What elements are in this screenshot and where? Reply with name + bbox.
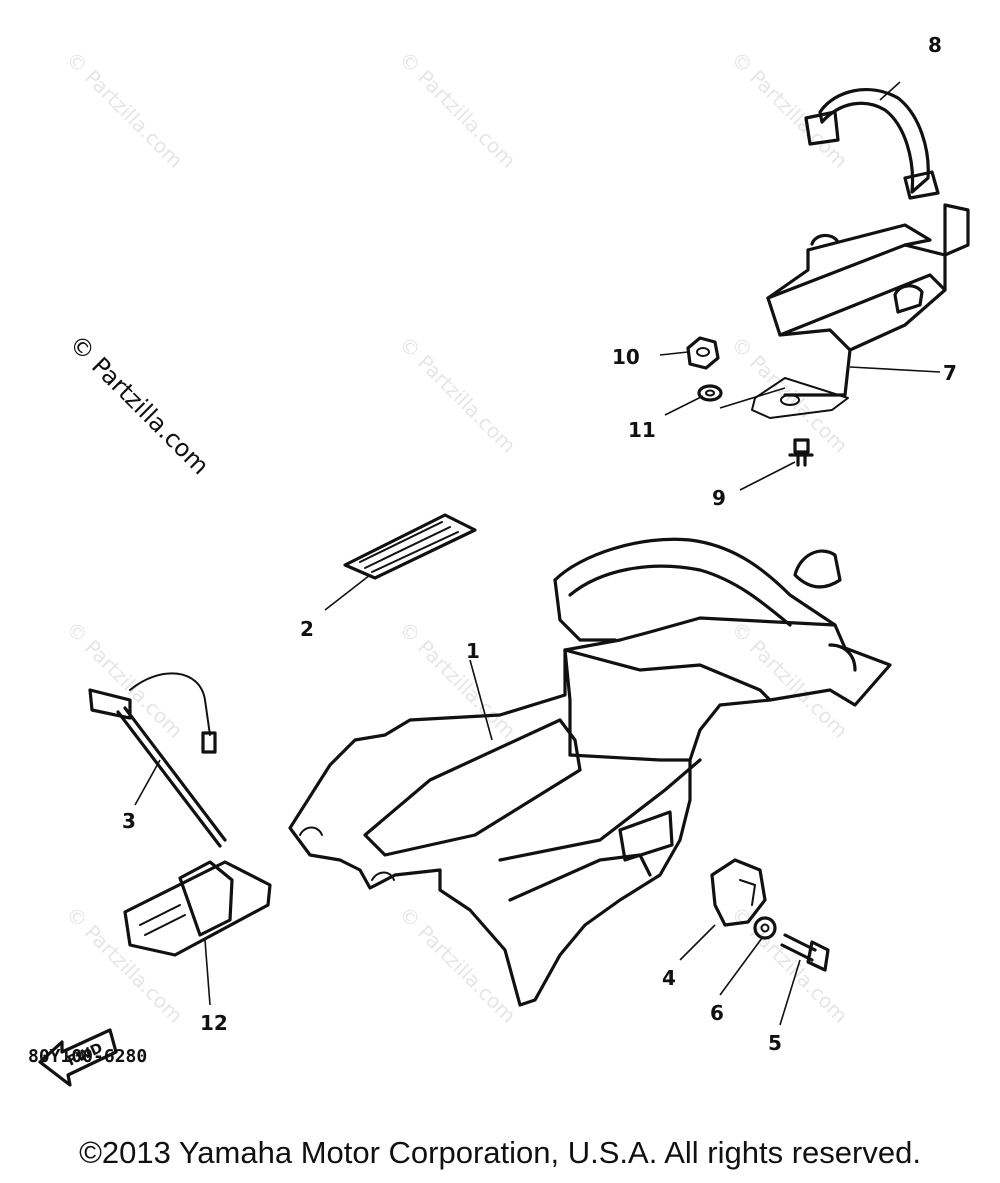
- callout-4: 4: [662, 966, 676, 990]
- part-2-pad: [343, 513, 477, 580]
- callout-6: 6: [710, 1001, 724, 1025]
- callout-1: 1: [466, 639, 480, 663]
- callout-7: 7: [943, 361, 957, 385]
- part-9-bolt: [788, 438, 814, 467]
- watermark-10: © Partzilla.com: [394, 902, 520, 1028]
- watermark-4: © Partzilla.com: [394, 332, 520, 458]
- part-12-pouch: [123, 860, 272, 957]
- part-3-strap: [88, 672, 227, 848]
- watermark-dark: © Partzilla.com: [64, 329, 215, 480]
- part-10-nut: [686, 336, 720, 370]
- callout-5: 5: [768, 1031, 782, 1055]
- callouts: 8 7 10 11 9 2 1 3 12 4 6 5: [122, 33, 957, 1055]
- watermark-7: © Partzilla.com: [394, 617, 520, 743]
- watermark-9: © Partzilla.com: [61, 902, 187, 1028]
- callout-2: 2: [300, 617, 314, 641]
- watermark-2: © Partzilla.com: [394, 47, 520, 173]
- part-11-washer: [697, 384, 723, 402]
- watermark-6: © Partzilla.com: [61, 617, 187, 743]
- watermark-8: © Partzilla.com: [726, 617, 852, 743]
- callout-8: 8: [928, 33, 942, 57]
- part-6-washer: [753, 916, 777, 940]
- watermark-1: © Partzilla.com: [61, 47, 187, 173]
- part-7-bracket: [751, 203, 970, 419]
- leader-lines: [134, 81, 941, 1026]
- part-1-cover: [288, 537, 892, 1007]
- part-8-strap: [804, 88, 940, 200]
- part-5-bolt: [780, 933, 830, 972]
- diagram-code: 80Y100-6280: [28, 1046, 148, 1067]
- callout-11: 11: [628, 418, 656, 442]
- callout-3: 3: [122, 809, 136, 833]
- callout-12: 12: [200, 1011, 228, 1035]
- callout-10: 10: [612, 345, 640, 369]
- callout-9: 9: [712, 486, 726, 510]
- part-4-clip: [710, 858, 767, 927]
- watermark-3: © Partzilla.com: [726, 47, 852, 173]
- copyright-notice: ©2013 Yamaha Motor Corporation, U.S.A. A…: [79, 1135, 921, 1170]
- watermark-11: © Partzilla.com: [726, 902, 852, 1028]
